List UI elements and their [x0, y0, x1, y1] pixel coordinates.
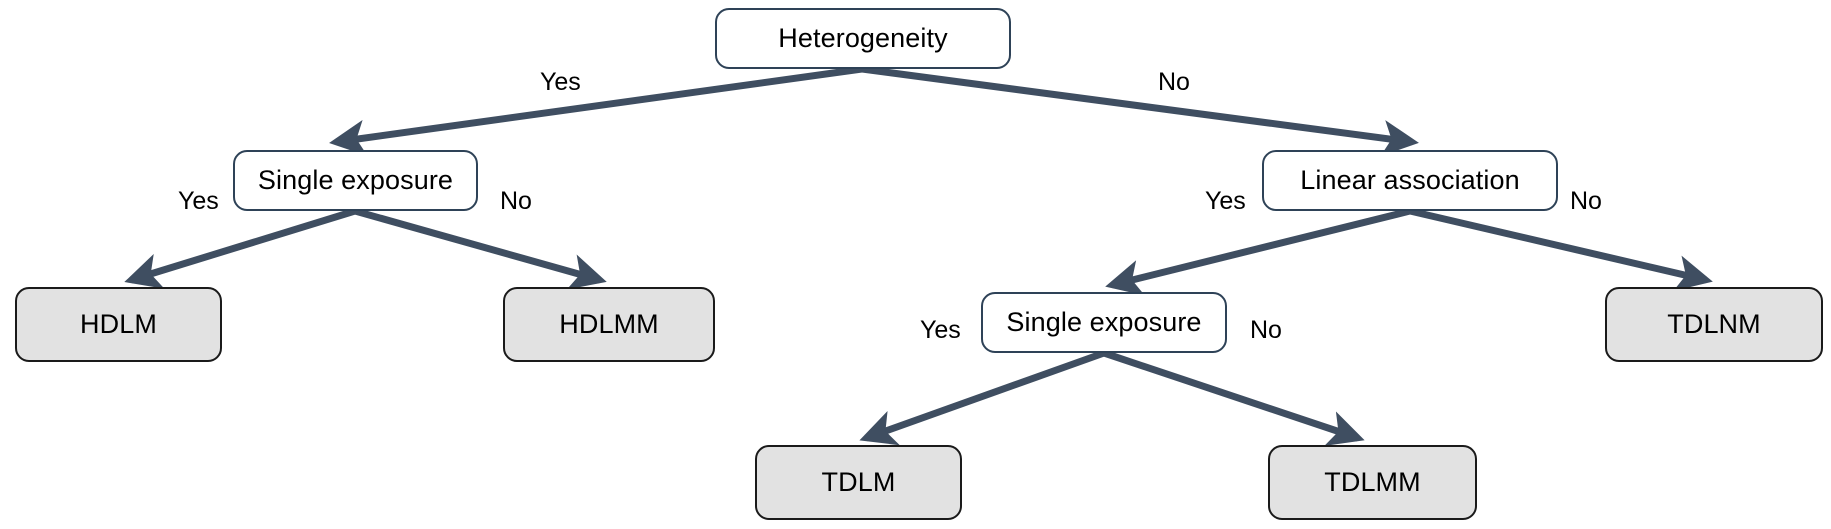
node-label: TDLMM	[1324, 467, 1421, 497]
edge-linear-association-to-single-exposure-mid	[1105, 207, 1411, 296]
node-label: Linear association	[1300, 165, 1520, 195]
node-hdlmm[interactable]: HDLMM	[503, 287, 715, 362]
node-single-exposure-left[interactable]: Single exposure	[233, 150, 478, 211]
edge-single-exposure-mid-to-tdlmm	[1102, 349, 1365, 446]
edge-label-root-yes: Yes	[540, 68, 581, 96]
node-label: Single exposure	[1006, 307, 1202, 337]
node-hdlm[interactable]: HDLM	[15, 287, 222, 362]
edge-label-left-no: No	[500, 187, 532, 215]
edge-single-exposure-left-to-hdlm	[124, 207, 357, 289]
node-heterogeneity[interactable]: Heterogeneity	[715, 8, 1011, 69]
edge-label-root-no: No	[1158, 68, 1190, 96]
edge-label-left-yes: Yes	[178, 187, 219, 215]
edge-root-to-linear-association	[861, 65, 1419, 157]
node-tdlm[interactable]: TDLM	[755, 445, 962, 520]
edge-label-right-yes: Yes	[1205, 187, 1246, 215]
node-label: Single exposure	[257, 165, 454, 195]
node-label: HDLMM	[559, 309, 659, 339]
node-tdlnm[interactable]: TDLNM	[1605, 287, 1823, 362]
edge-label-mid-yes: Yes	[920, 316, 961, 344]
edge-single-exposure-mid-to-tdlm	[859, 349, 1106, 446]
node-label: Heterogeneity	[778, 23, 948, 53]
edge-label-right-no: No	[1570, 187, 1602, 215]
node-label: TDLNM	[1667, 309, 1761, 339]
node-single-exposure-mid[interactable]: Single exposure	[981, 292, 1227, 353]
node-linear-association[interactable]: Linear association	[1262, 150, 1558, 211]
edge-linear-association-to-tdlnm	[1409, 207, 1713, 292]
edge-label-mid-no: No	[1250, 316, 1282, 344]
node-label: HDLM	[80, 309, 157, 339]
edge-single-exposure-left-to-hdlmm	[354, 207, 607, 290]
node-tdlmm[interactable]: TDLMM	[1268, 445, 1477, 520]
node-label: TDLM	[821, 467, 896, 497]
edge-root-to-single-exposure-left	[329, 65, 863, 156]
